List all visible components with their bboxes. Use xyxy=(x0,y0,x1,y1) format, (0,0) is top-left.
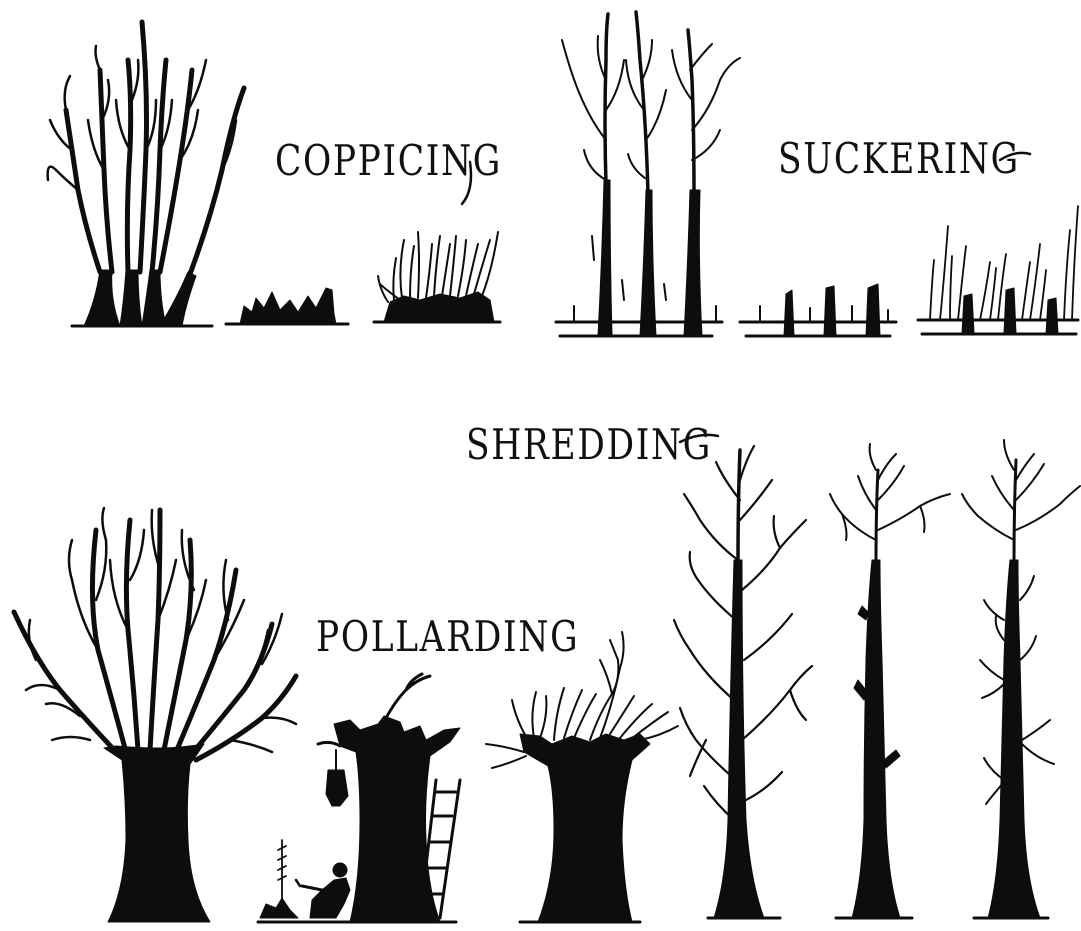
sucker-regrowth xyxy=(918,206,1078,334)
shredding-label: SHREDDING xyxy=(466,424,712,466)
shredded-tree-full xyxy=(674,446,812,918)
hanging-bundle xyxy=(326,750,348,806)
pollard-cut-trunk-with-figure xyxy=(258,674,460,922)
shredded-tree-regrowth xyxy=(962,440,1080,918)
pollarding-label: POLLARDING xyxy=(316,616,579,658)
pollarding-group xyxy=(14,508,678,922)
shredding-group xyxy=(674,440,1080,918)
pollard-regrowth xyxy=(486,632,678,922)
coppice-cut-stumps xyxy=(226,288,348,324)
shredded-tree-stripped xyxy=(830,444,950,918)
suckering-label: SUCKERING xyxy=(778,138,1020,180)
woodcutter-figure xyxy=(260,840,350,918)
coppice-mature-stool xyxy=(48,22,244,326)
coppice-regrowth xyxy=(374,232,500,322)
coppicing-label: COPPICING xyxy=(275,140,502,182)
sucker-mature-trees xyxy=(556,12,740,336)
sucker-felled-stumps xyxy=(740,284,896,336)
pollard-mature-tree xyxy=(14,508,296,922)
